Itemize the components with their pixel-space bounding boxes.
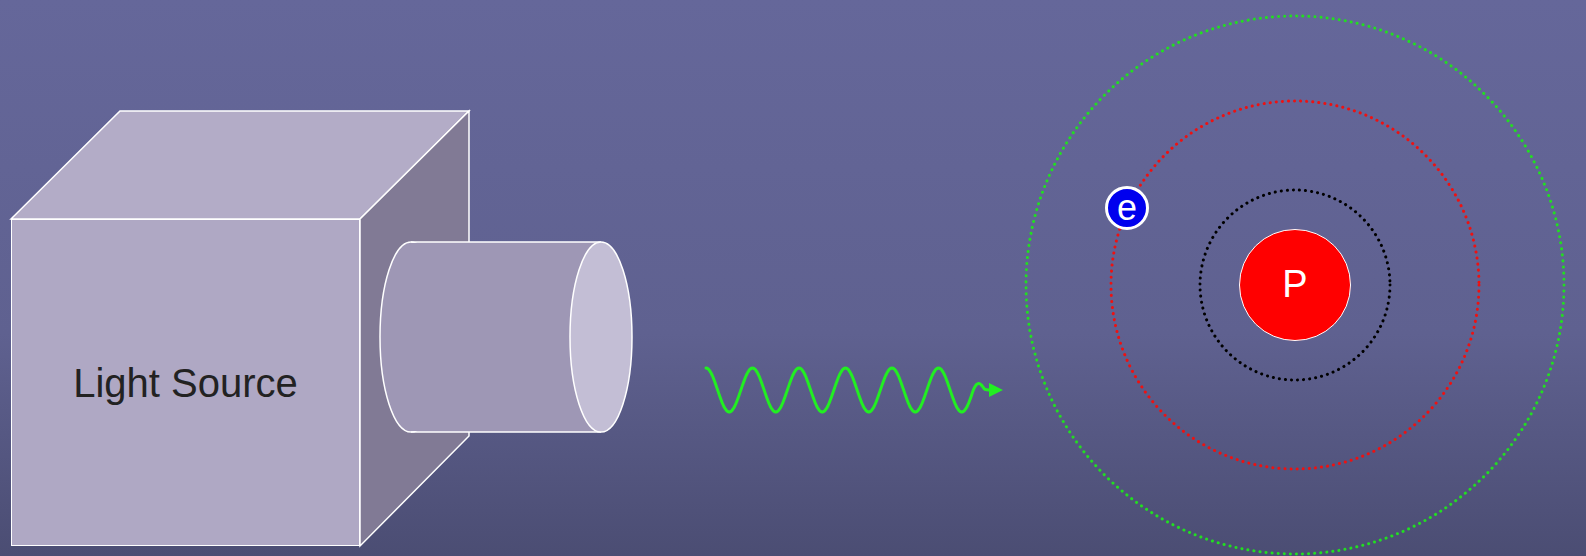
lens-cylinder (380, 242, 632, 432)
cylinder-front (570, 242, 632, 432)
cylinder-edge (411, 431, 601, 433)
node-label: Light Source (73, 361, 298, 405)
node-label: e (1117, 188, 1137, 228)
proton-circle: P (1239, 229, 1351, 341)
node-label: P (1282, 264, 1307, 306)
outer-orbit (1026, 16, 1564, 554)
photon-wave (706, 368, 995, 412)
cylinder-edge (411, 241, 601, 243)
light-source-box: Light Source (11, 219, 360, 546)
electron-circle: e (1105, 186, 1149, 230)
wave-arrowhead (989, 383, 1003, 397)
middle-orbit (1111, 101, 1479, 469)
inner-orbit (1200, 190, 1390, 380)
